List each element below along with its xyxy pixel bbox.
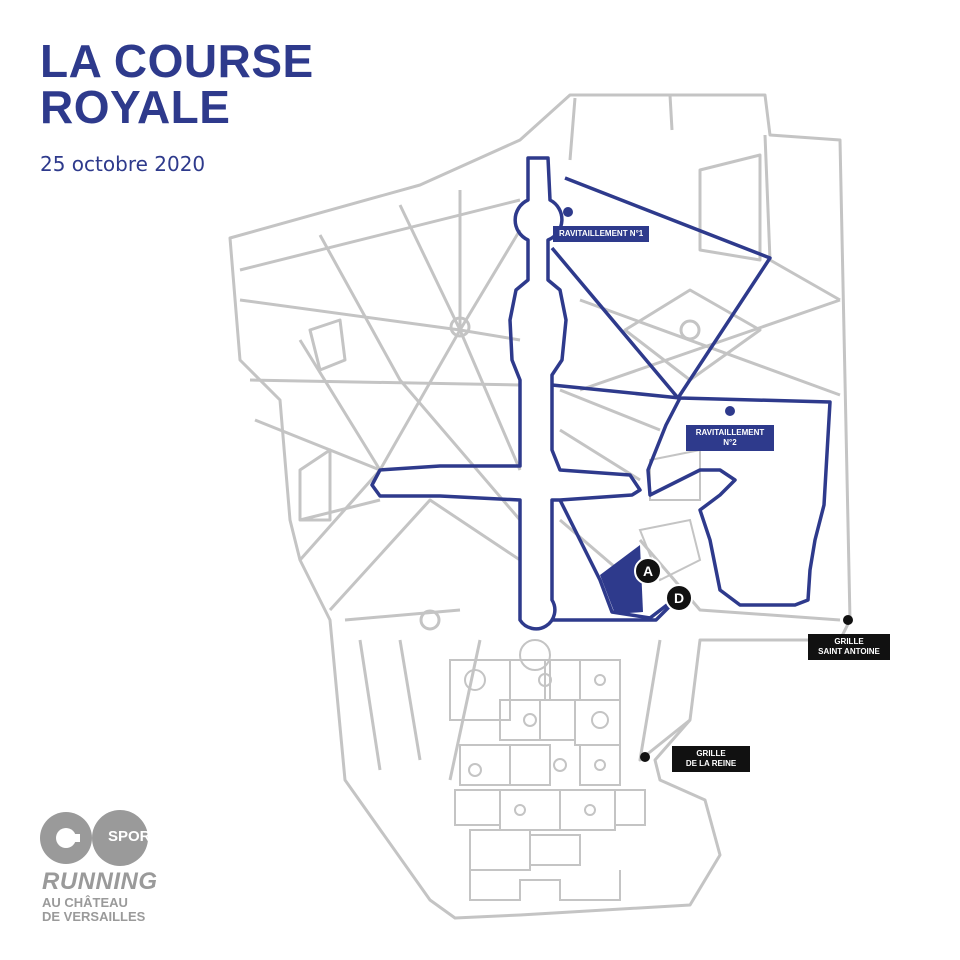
street-diag-16: [623, 288, 762, 382]
street-outer-east: [763, 134, 841, 302]
grille-reine-text-2: DE LA REINE: [685, 759, 737, 768]
street-diag-14: [579, 298, 841, 392]
garden-block-6: [539, 699, 576, 741]
park-boundary: [228, 93, 852, 920]
street-outer-north: [568, 94, 674, 161]
grille-saint-antoine-text-2: SAINT ANTOINE: [818, 647, 880, 656]
street-diag-9: [398, 204, 462, 331]
ravitaillement-1-dot: [563, 207, 573, 217]
garden-block-14: [614, 789, 646, 826]
garden-block-4: [579, 659, 621, 701]
street-diag-1: [239, 198, 521, 272]
title-line-1: LA COURSE: [40, 35, 314, 87]
ravitaillement-1-label: RAVITAILLEMENT N°1: [553, 226, 650, 242]
street-diag-21: [638, 639, 691, 762]
ravitaillement-2-label: RAVITAILLEMENT N°2: [686, 425, 774, 451]
garden-block-11: [454, 789, 501, 826]
street-diag-10: [458, 229, 522, 331]
grille-saint-antoine-text-1: GRILLE: [834, 637, 864, 646]
logo-brand-text: SPORT: [108, 828, 160, 845]
fountain-east: [553, 758, 567, 772]
garden-block-12: [499, 789, 561, 831]
grille-saint-antoine-dot: [843, 615, 853, 625]
grille-reine-text-1: GRILLE: [696, 749, 726, 758]
ravitaillement-2-text-2: N°2: [723, 438, 737, 447]
fountain-north: [538, 673, 552, 687]
fountain-south: [591, 711, 609, 729]
street-diag-4: [254, 418, 381, 472]
logo-o-circle: [92, 810, 148, 866]
garden-block-16: [529, 834, 581, 866]
route-east-loop: [551, 383, 832, 607]
grille-saint-antoine-label: GRILLE SAINT ANTOINE: [808, 634, 890, 660]
start-finish-area: [600, 545, 643, 614]
route-north-triangle: [550, 176, 772, 400]
fountain-west: [468, 763, 482, 777]
fountain-se: [594, 759, 606, 771]
logo-chateau-text: AU CHÂTEAU: [42, 895, 128, 910]
street-diag-22: [398, 639, 482, 781]
fountain-apollon: [519, 639, 551, 671]
rond-point-3: [419, 609, 441, 631]
logo-g-inner: [56, 828, 76, 848]
street-diag-7: [298, 469, 382, 561]
ravitaillement-2-dot: [725, 406, 735, 416]
ravitaillement-2-text-1: RAVITAILLEMENT: [695, 428, 765, 437]
street-diag-18: [559, 388, 661, 432]
grille-reine-label: GRILLE DE LA REINE: [672, 746, 750, 772]
street-diag-3: [249, 378, 521, 387]
street-diag-17: [559, 428, 641, 482]
street-diag-5: [299, 498, 381, 522]
garden-block-9: [509, 744, 551, 786]
route-middle-branch: [558, 499, 682, 620]
title-line-2: ROYALE: [40, 81, 231, 133]
street-diag-2: [239, 298, 521, 342]
block-left: [298, 448, 332, 522]
go-sport-mark-icon: [40, 810, 148, 866]
grille-reine-dot: [640, 752, 650, 762]
street-diag-11: [318, 234, 522, 521]
rond-point-2: [679, 319, 701, 341]
garden-block-10: [579, 744, 621, 786]
rond-point-1: [449, 316, 471, 338]
street-network: [228, 93, 852, 920]
ravitaillement-1-text: RAVITAILLEMENT N°1: [559, 229, 644, 238]
fountain-s: [584, 804, 596, 816]
fountain-center: [523, 713, 537, 727]
fountain-ne: [594, 674, 606, 686]
fountain-sw: [514, 804, 526, 816]
garden-block-7: [574, 699, 621, 746]
chateau-building: [469, 870, 621, 901]
logo-running-text: RUNNING: [42, 868, 158, 895]
garden-block-15: [469, 829, 531, 871]
event-date: 25 octobre 2020: [40, 152, 206, 176]
pond-right: [698, 153, 762, 262]
start-marker[interactable]: D: [665, 584, 693, 612]
pond-left: [308, 318, 347, 372]
garden-block-8: [459, 744, 511, 786]
street-diag-23: [358, 639, 382, 771]
page-title: LA COURSE ROYALE: [40, 38, 314, 130]
finish-marker[interactable]: A: [634, 557, 662, 585]
garden-block-13: [559, 789, 616, 831]
chateau-gardens: [449, 448, 702, 901]
street-diag-13: [344, 608, 461, 622]
fountain-latone: [464, 669, 486, 691]
street-diag-12: [328, 498, 521, 612]
go-sport-logo: SPORT RUNNING AU CHÂTEAU DE VERSAILLES: [36, 808, 166, 928]
logo-versailles-text: DE VERSAILLES: [42, 909, 146, 924]
